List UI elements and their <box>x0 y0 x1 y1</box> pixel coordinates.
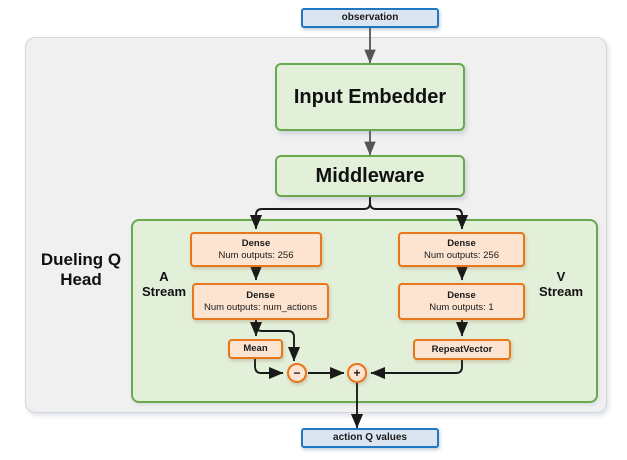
middleware-label: Middleware <box>315 164 425 187</box>
observation-node[interactable]: observation <box>301 8 439 28</box>
repeat-vector-title: RepeatVector <box>431 343 493 355</box>
a-stream-dense-256-title: Dense <box>241 237 271 249</box>
v-stream-dense-1-subtitle: Num outputs: 1 <box>429 301 494 313</box>
v-stream-dense-256-title: Dense <box>447 237 476 249</box>
v-stream-label: V Stream <box>533 269 589 300</box>
a-stream-label-line2: Stream <box>141 283 187 299</box>
a-stream-dense-num-actions-subtitle: Num outputs: num_actions <box>203 301 317 313</box>
a-stream-dense-256-subtitle: Num outputs: 256 <box>218 249 294 261</box>
dueling-q-head-label-line1: Dueling Q <box>40 250 122 269</box>
a-stream-dense-num-actions-title: Dense <box>246 289 275 301</box>
v-stream-dense-256-node[interactable]: Dense Num outputs: 256 <box>398 232 525 267</box>
v-stream-dense-256-subtitle: Num outputs: 256 <box>424 249 499 261</box>
subtract-operator-symbol: − <box>293 366 301 380</box>
v-stream-label-line2: Stream <box>538 283 584 299</box>
mean-title: Mean <box>243 343 268 355</box>
v-stream-label-line1: V <box>556 269 566 284</box>
a-stream-dense-256-node[interactable]: Dense Num outputs: 256 <box>190 232 322 267</box>
a-stream-label-line1: A <box>159 269 169 284</box>
action-q-values-label: action Q values <box>333 431 407 443</box>
dueling-q-head-label-line2: Head <box>60 269 102 289</box>
mean-node[interactable]: Mean <box>228 339 283 359</box>
repeat-vector-node[interactable]: RepeatVector <box>413 339 511 360</box>
a-stream-dense-num-actions-node[interactable]: Dense Num outputs: num_actions <box>192 283 329 320</box>
middleware-node[interactable]: Middleware <box>275 155 465 197</box>
observation-label: observation <box>341 11 399 23</box>
v-stream-dense-1-node[interactable]: Dense Num outputs: 1 <box>398 283 525 320</box>
subtract-operator-node[interactable]: − <box>287 363 307 383</box>
add-operator-symbol: + <box>353 366 361 380</box>
input-embedder-node[interactable]: Input Embedder <box>275 63 465 131</box>
add-operator-node[interactable]: + <box>347 363 367 383</box>
a-stream-label: A Stream <box>138 269 190 300</box>
input-embedder-label: Input Embedder <box>293 85 447 108</box>
v-stream-dense-1-title: Dense <box>447 289 476 301</box>
dueling-q-head-label: Dueling Q Head <box>32 250 130 289</box>
action-q-values-node[interactable]: action Q values <box>301 428 439 448</box>
